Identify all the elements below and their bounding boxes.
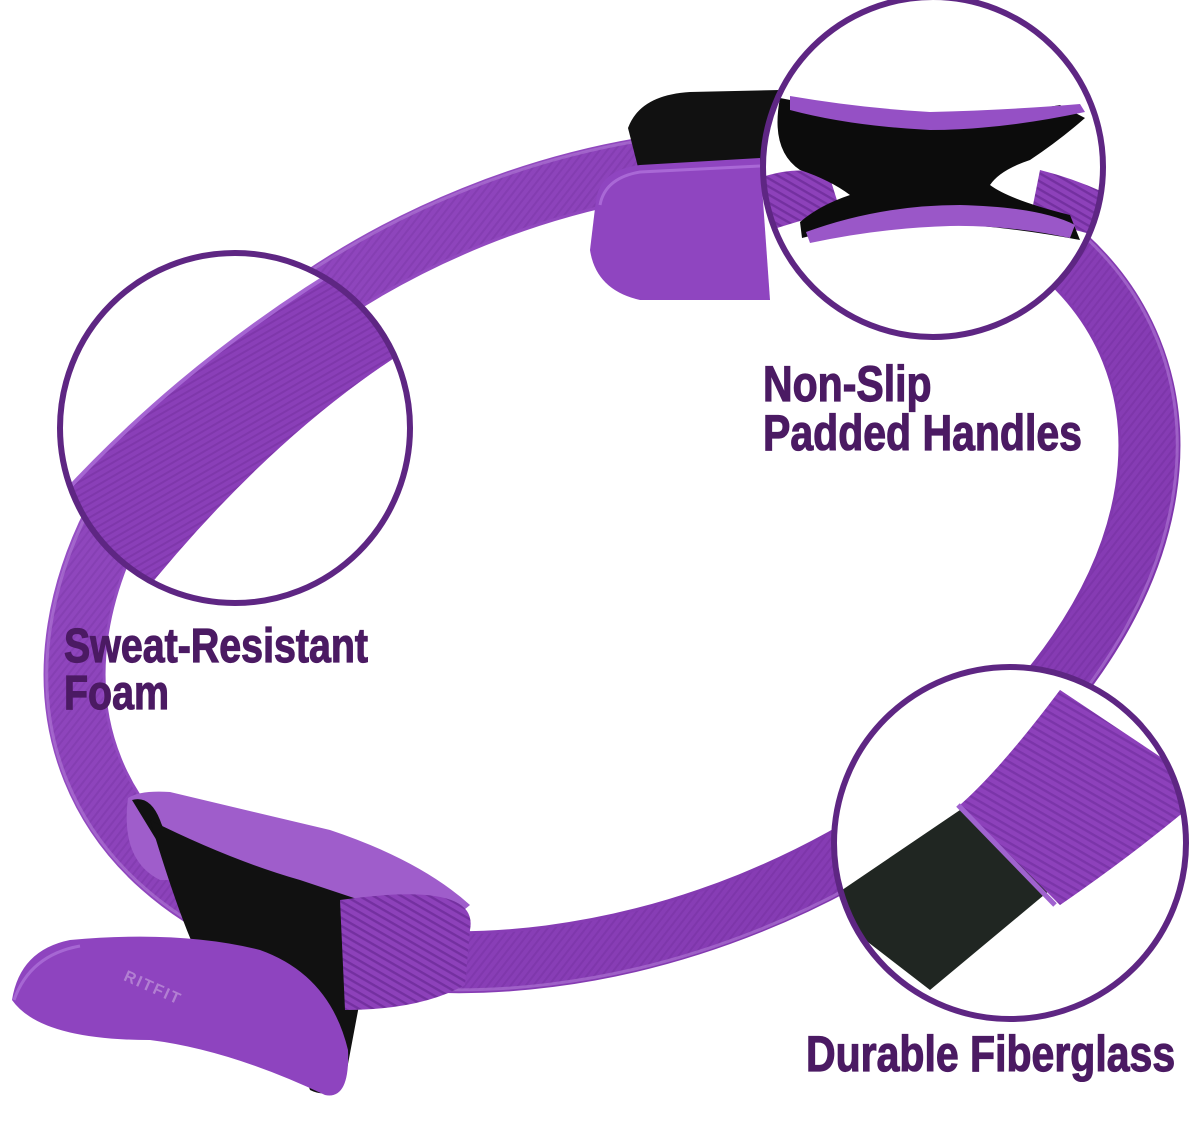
callout-label-handles: Non-Slip Padded Handles <box>763 356 1083 461</box>
callout-label-line: Foam <box>64 667 170 721</box>
fiberglass-closeup-callout <box>831 664 1189 1022</box>
callout-label-line: Non-Slip <box>763 356 933 412</box>
callout-label-line: Sweat-Resistant <box>64 620 369 673</box>
handle-closeup-callout <box>760 0 1106 340</box>
callout-label-line: Padded Handles <box>763 405 1083 461</box>
callout-label-line: Durable Fiberglass <box>806 1026 1176 1082</box>
callout-label-foam: Sweat-Resistant Foam <box>64 620 369 721</box>
callout-label-fiberglass: Durable Fiberglass <box>806 1026 1176 1082</box>
top-handle <box>590 90 790 300</box>
foam-closeup-callout <box>57 250 413 606</box>
bottom-left-handle <box>12 791 471 1096</box>
